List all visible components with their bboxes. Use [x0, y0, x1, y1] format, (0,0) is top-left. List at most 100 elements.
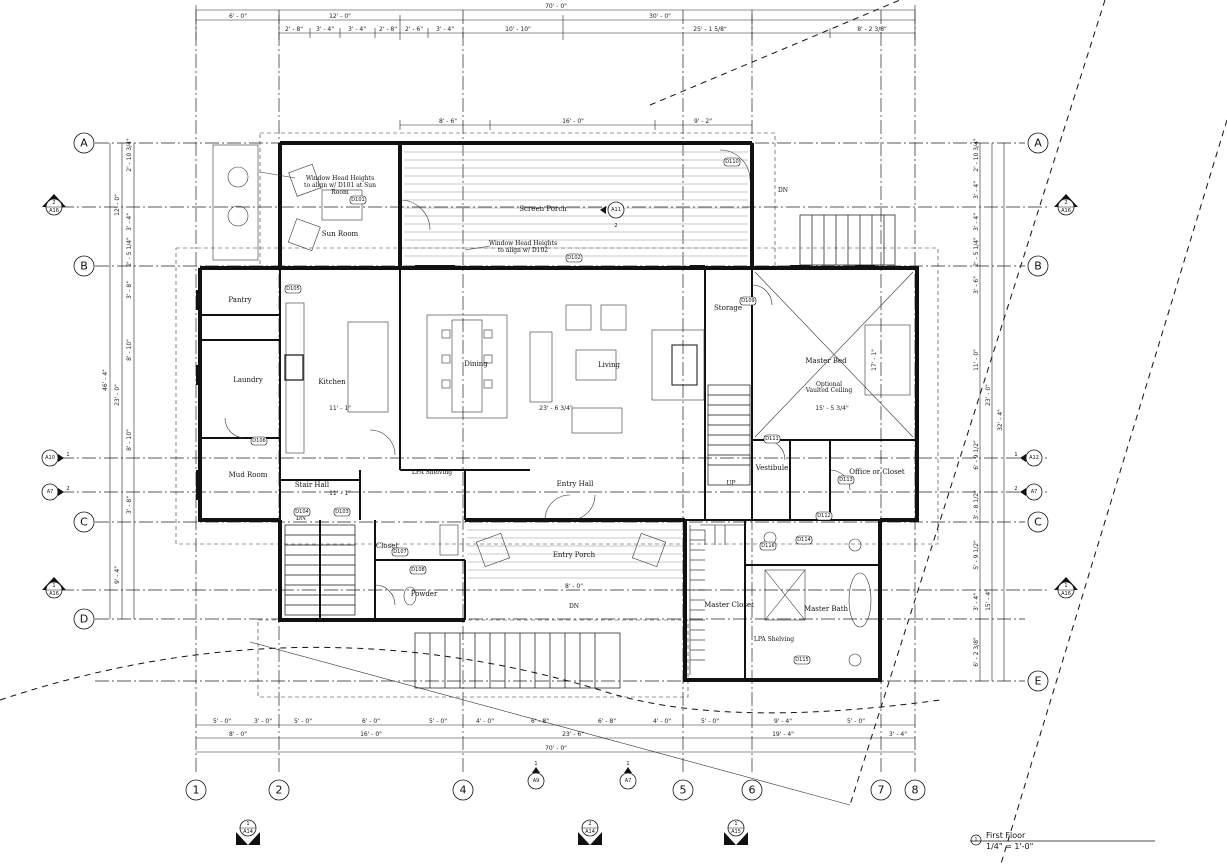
right-dim: 3' - 8 1/2" — [973, 490, 980, 520]
svg-text:D: D — [80, 613, 88, 626]
svg-text:A14: A14 — [243, 829, 253, 835]
door-tag: D112 — [815, 511, 833, 521]
bath-fixtures — [403, 524, 872, 667]
sun-room-furniture — [212, 144, 363, 261]
window-head-note-2: Window Head Heights — [489, 240, 557, 247]
door-tag: D111 — [763, 434, 781, 444]
svg-text:D105: D105 — [286, 286, 299, 292]
stair-dn: DN — [296, 515, 306, 522]
svg-text:D113: D113 — [839, 477, 852, 483]
room-label-living: Living — [598, 361, 621, 369]
door-tag: D114 — [795, 535, 813, 545]
top-dim: 2' - 6" — [405, 26, 423, 33]
stair-up: UP — [726, 480, 735, 487]
windows — [196, 265, 919, 682]
left-dim: 3' - 8" — [126, 281, 133, 299]
room-label-pantry: Pantry — [228, 296, 251, 304]
right-dim: 6' - 2 3/8" — [973, 637, 980, 667]
bottom-dim: 6' - 0" — [362, 718, 380, 725]
svg-text:D115: D115 — [795, 657, 808, 663]
svg-text:A12: A12 — [1029, 455, 1039, 461]
door-tag: D110 — [723, 157, 741, 167]
room-label-sun-room: Sun Room — [322, 230, 359, 238]
bed — [864, 324, 911, 396]
grid-bubble-row-b-right: B — [1027, 255, 1049, 277]
kitchen-counters — [284, 302, 389, 454]
grid-bubble-row-b-left: B — [73, 255, 95, 277]
title-block: 1 First Floor 1/4" = 1'-0" — [970, 831, 1155, 851]
left-dim: 3' - 4" — [126, 213, 133, 231]
svg-text:2: 2 — [52, 200, 55, 206]
grid-bubble-col-2: 2 — [268, 779, 290, 801]
svg-text:2: 2 — [588, 821, 591, 827]
top-dim: 2' - 8" — [379, 26, 397, 33]
svg-text:B: B — [80, 260, 88, 273]
window-head-note-1: Window Head Heights — [306, 175, 374, 182]
room-label-kitchen: Kitchen — [318, 378, 346, 386]
grid-bubble-row-d-left: D — [73, 608, 95, 630]
right-dim: 15' - 4" — [985, 589, 992, 611]
room-label-vestibule: Vestibule — [755, 464, 789, 472]
top-dimensions: 70' - 0" 6' - 0" 12' - 0" 30' - 0" 2' - … — [195, 3, 916, 130]
top-dim: 25' - 1 5/8" — [693, 26, 727, 33]
room-label-master-closet: Master Closet — [704, 601, 754, 609]
top-dim: 3' - 4" — [316, 26, 334, 33]
overall-top-dim: 70' - 0" — [545, 3, 567, 10]
room-label-storage: Storage — [714, 304, 742, 312]
svg-text:D103: D103 — [335, 509, 348, 515]
screen-porch-deck — [404, 151, 748, 257]
room-labels: Sun Room Screen Porch Pantry Laundry Kit… — [228, 205, 904, 613]
elevation-marker: A91 — [527, 761, 545, 790]
svg-text:D110: D110 — [725, 159, 738, 165]
grid-bubble-col-8: 8 — [904, 779, 926, 801]
window-head-note-1c: Room — [331, 189, 349, 196]
door-tag: D113 — [837, 475, 855, 485]
top-dim: 30' - 0" — [649, 13, 671, 20]
vaulted-ceiling-x — [754, 271, 914, 438]
right-dim: 6' - 9 1/2" — [973, 440, 980, 470]
svg-text:A: A — [1034, 137, 1042, 150]
door-tag: D102 — [565, 253, 583, 263]
right-dim: 3' - 4" — [973, 181, 980, 199]
top-dim: 10' - 10" — [505, 26, 531, 33]
right-dim: 5' - 9 1/2" — [973, 540, 980, 570]
room-label-master-bath: Master Bath — [804, 605, 849, 613]
deck-dn: DN — [778, 187, 788, 194]
svg-text:D106: D106 — [252, 438, 265, 444]
room-label-screen-porch: Screen Porch — [519, 205, 567, 213]
overall-bottom-dim: 70' - 0" — [545, 745, 567, 752]
bottom-dim: 5' - 0" — [213, 718, 231, 725]
left-dim: 12' - 0" — [114, 194, 121, 216]
svg-text:D109: D109 — [741, 298, 754, 304]
window-head-note-2b: to align w/ D102 — [498, 247, 548, 254]
room-label-dining: Dining — [464, 360, 488, 368]
svg-text:A7: A7 — [47, 489, 54, 495]
svg-text:8: 8 — [912, 784, 919, 797]
right-dim-overall: 32' - 4" — [997, 409, 1004, 431]
svg-text:A11: A11 — [611, 207, 621, 213]
room-label-mud-room: Mud Room — [229, 471, 268, 479]
sheet-title: First Floor — [986, 831, 1026, 840]
top-dim: 3' - 4" — [436, 26, 454, 33]
closet-shelving — [689, 524, 745, 675]
svg-text:2: 2 — [276, 784, 283, 797]
door-tag: D104 — [293, 507, 311, 517]
svg-text:1: 1 — [1064, 583, 1067, 589]
bottom-dim: 5' - 0" — [429, 718, 447, 725]
svg-text:C: C — [80, 516, 88, 529]
svg-text:A10: A10 — [45, 455, 55, 461]
svg-text:1: 1 — [626, 761, 629, 767]
svg-text:D101: D101 — [351, 197, 364, 203]
window-head-note-1b: to align w/ D101 at Sun — [304, 182, 376, 189]
bottom-dim: 8' - 0" — [229, 731, 247, 738]
bottom-dim: 3' - 0" — [254, 718, 272, 725]
left-dim: 9' - 4" — [114, 566, 121, 584]
bottom-dim: 19' - 4" — [772, 731, 794, 738]
svg-text:A16: A16 — [49, 208, 59, 214]
svg-text:B: B — [1034, 260, 1042, 273]
